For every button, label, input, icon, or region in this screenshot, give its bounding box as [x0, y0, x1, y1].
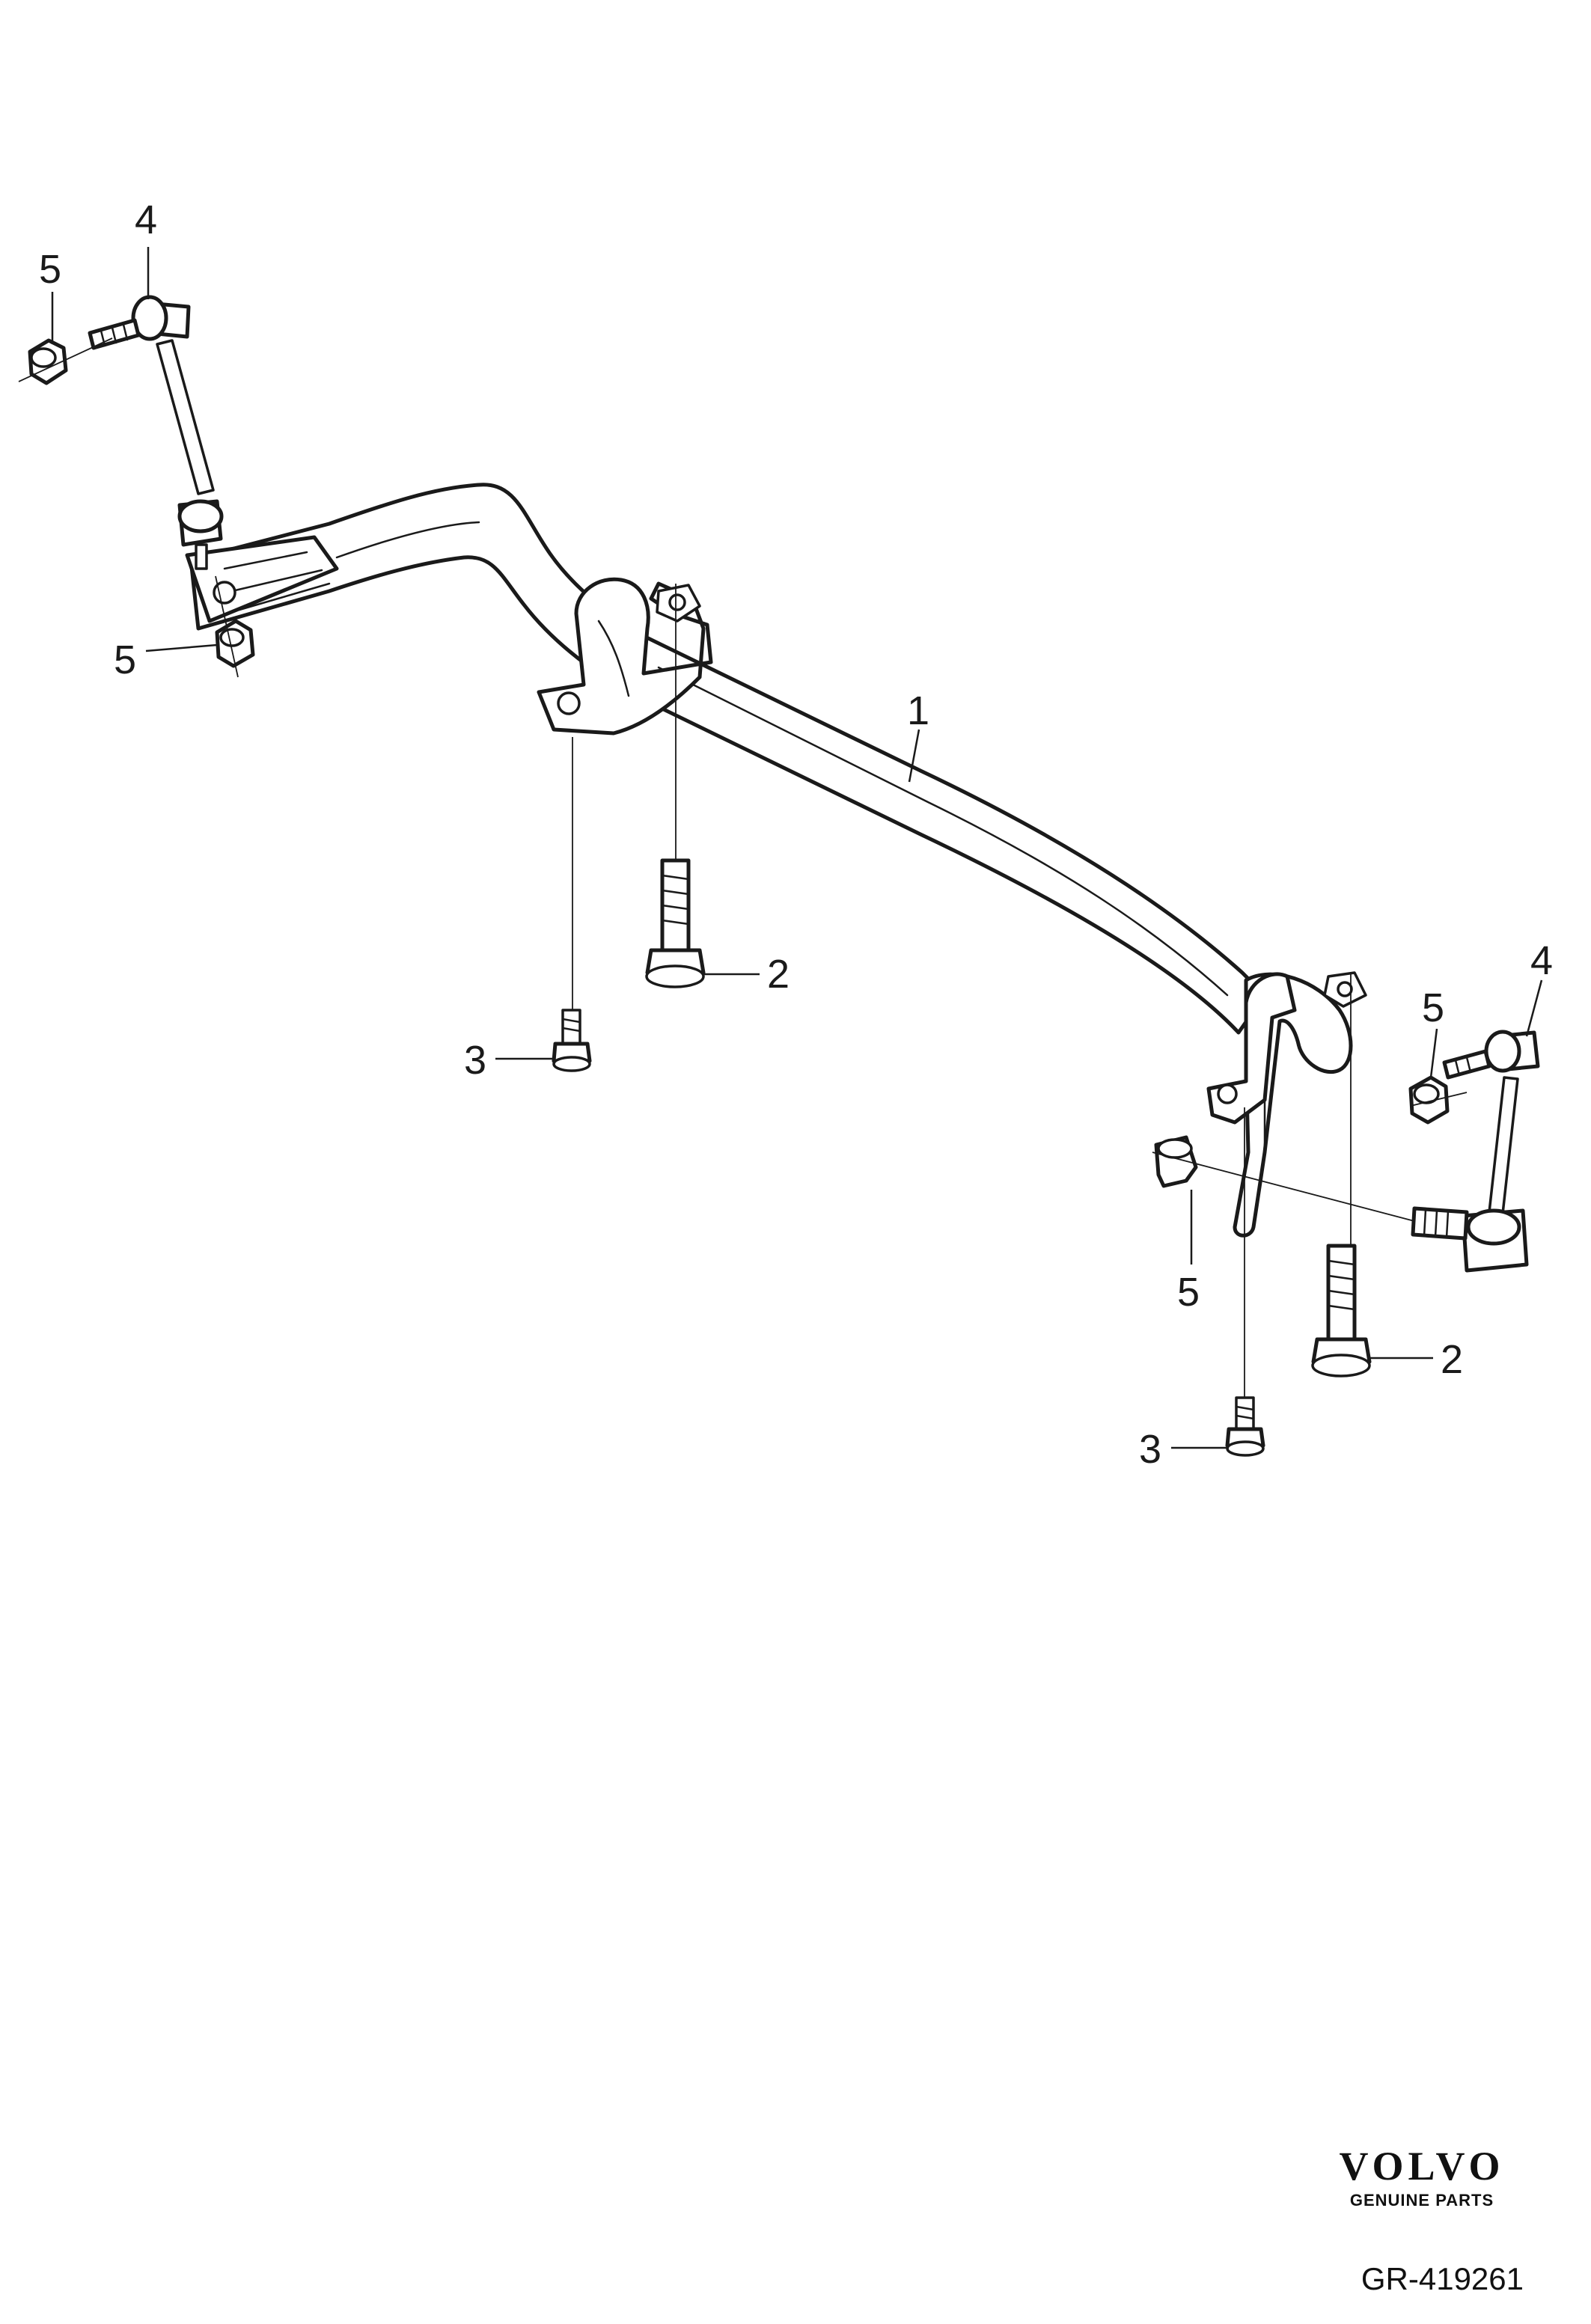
nut-right-lower: [1154, 1135, 1198, 1188]
nut-mid-left: [215, 619, 255, 668]
callout-5-right-lower: 5: [1177, 1270, 1200, 1315]
callout-3-left: 3: [464, 1038, 486, 1083]
link-rod-right: [1411, 1030, 1540, 1273]
bolt-long-left: [645, 858, 706, 988]
bushing-clamp-left: [537, 577, 713, 736]
callout-2-right: 2: [1441, 1337, 1463, 1382]
leader-lines: [51, 247, 1543, 1449]
nut-right-upper: [1408, 1075, 1450, 1125]
stabilizer-bar: [185, 483, 1353, 1238]
callout-1: 1: [907, 688, 929, 733]
bolt-short-left: [552, 1009, 592, 1072]
reference-code: GR-419261: [1361, 2261, 1524, 2296]
callout-5-top-left: 5: [39, 247, 61, 292]
bolt-long-right: [1311, 1244, 1372, 1377]
link-rod-left: [88, 295, 224, 570]
callout-5-right-upper: 5: [1422, 985, 1444, 1030]
callout-4-left: 4: [135, 198, 157, 242]
assembly-axes: [18, 337, 1468, 1398]
brand-logo-text: VOLVO: [1339, 2144, 1505, 2189]
bolt-short-right: [1225, 1396, 1265, 1457]
callouts: 4 5 5 1 2 3 4 5 5 2 3: [39, 198, 1553, 1472]
callout-2-left: 2: [767, 952, 790, 997]
callout-3-right: 3: [1139, 1427, 1161, 1472]
brand-tagline: GENUINE PARTS: [1349, 2191, 1494, 2210]
volvo-genuine-parts-logo: VOLVO GENUINE PARTS: [1325, 2146, 1519, 2210]
callout-5-mid-left: 5: [114, 637, 136, 682]
callout-4-right: 4: [1530, 938, 1553, 983]
